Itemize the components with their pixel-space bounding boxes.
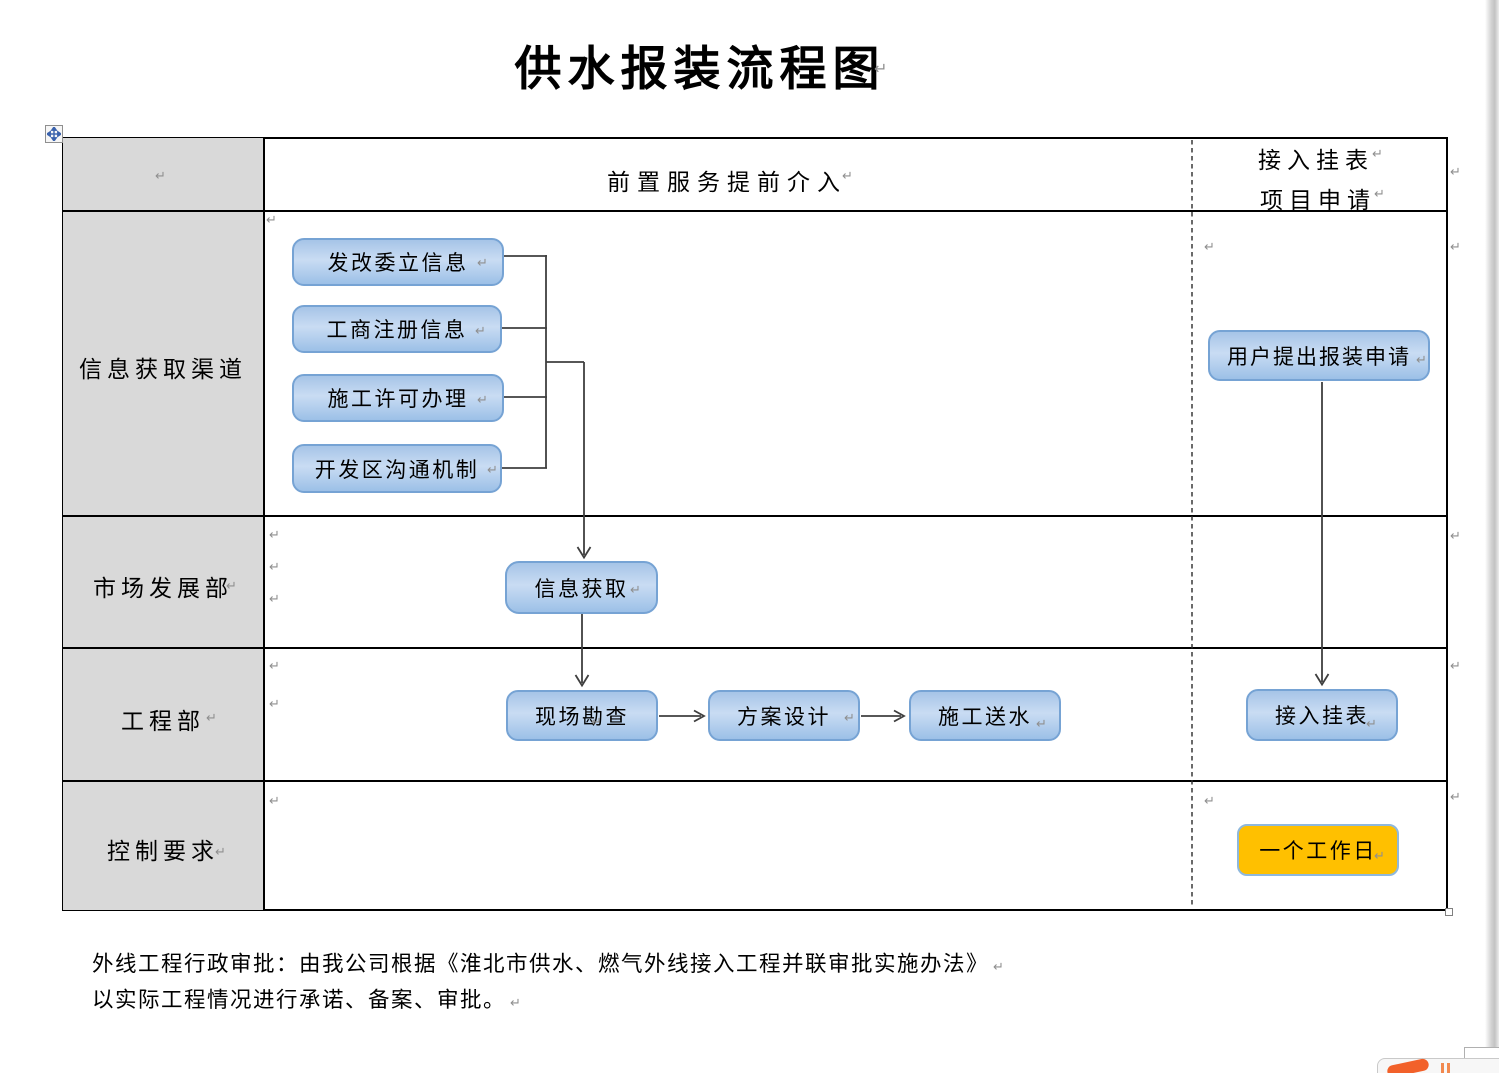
row-divider (63, 647, 1447, 649)
node-site-survey: 现场勘查 (506, 690, 658, 741)
paragraph-mark: ↵ (477, 256, 488, 271)
paragraph-mark: ↵ (269, 528, 280, 543)
row-label-market-dev: 市场发展部 (93, 576, 233, 601)
header-right-line1: 接入挂表 (1258, 148, 1374, 173)
paragraph-mark: ↵ (1366, 717, 1377, 732)
row-divider (63, 780, 1447, 782)
paragraph-mark: ↵ (266, 213, 277, 228)
paragraph-mark: ↵ (1450, 240, 1461, 255)
paragraph-mark: ↵ (842, 169, 853, 184)
paragraph-mark: ↵ (1450, 529, 1461, 544)
node-user-apply: 用户提出报装申请 (1208, 330, 1430, 381)
paragraph-mark: ↵ (993, 960, 1006, 975)
move-cross-icon (47, 127, 61, 141)
paragraph-mark: ↵ (1450, 659, 1461, 674)
paragraph-mark: ↵ (1450, 165, 1461, 180)
node-construction-permit: 施工许可办理 (292, 374, 504, 422)
paragraph-mark: ↵ (1374, 849, 1385, 864)
node-construction-water: 施工送水 (909, 690, 1061, 741)
node-info-collect: 信息获取 (505, 561, 658, 614)
node-ndrc-info: 发改委立信息 (292, 238, 504, 286)
paragraph-mark: ↵ (269, 697, 280, 712)
paragraph-mark: ↵ (630, 583, 641, 598)
node-business-registration: 工商注册信息 (292, 305, 502, 353)
approval-note-line1: 外线工程行政审批：由我公司根据《淮北市供水、燃气外线接入工程并联审批实施办法》 (92, 952, 990, 976)
header-right-line2: 项目申请 (1260, 188, 1376, 213)
row-label-control-req: 控制要求 (107, 839, 219, 864)
paragraph-mark: ↵ (269, 560, 280, 575)
paragraph-mark: ↵ (1416, 353, 1427, 368)
paragraph-mark: ↵ (844, 711, 855, 726)
paragraph-mark: ↵ (269, 794, 280, 809)
table-label-column (63, 138, 265, 910)
node-scheme-design: 方案设计 (708, 690, 860, 741)
node-one-workday: 一个工作日 (1237, 824, 1399, 876)
paragraph-mark: ↵ (1450, 790, 1461, 805)
page-edge-shadow (1485, 0, 1499, 1073)
paragraph-mark: ↵ (226, 579, 237, 594)
paragraph-mark: ↵ (1204, 240, 1215, 255)
paragraph-mark: ↵ (874, 59, 888, 78)
page-title: 供水报装流程图 (514, 44, 886, 96)
paragraph-mark: ↵ (477, 393, 488, 408)
paragraph-mark: ↵ (206, 711, 217, 726)
paragraph-mark: ↵ (215, 845, 226, 860)
row-divider (63, 210, 1447, 212)
app-logo-accent-icon (1441, 1063, 1444, 1073)
app-logo-accent-icon (1447, 1063, 1450, 1073)
paragraph-mark: ↵ (1036, 717, 1047, 732)
approval-note-line2: 以实际工程情况进行承诺、备案、审批。 (92, 988, 507, 1012)
node-devzone-communication: 开发区沟通机制 (292, 444, 502, 493)
row-label-engineering: 工程部 (121, 709, 205, 734)
paragraph-mark: ↵ (269, 659, 280, 674)
paragraph-mark: ↵ (155, 169, 166, 184)
paragraph-mark: ↵ (1204, 794, 1215, 809)
paragraph-mark: ↵ (1372, 147, 1383, 162)
node-meter-connect: 接入挂表 (1246, 689, 1398, 741)
paragraph-mark: ↵ (475, 324, 486, 339)
table-move-handle[interactable] (45, 125, 63, 143)
approval-note: 外线工程行政审批：由我公司根据《淮北市供水、燃气外线接入工程并联审批实施办法》↵… (92, 948, 1005, 1020)
header-front-service: 前置服务提前介入 (607, 170, 847, 195)
paragraph-mark: ↵ (1374, 187, 1385, 202)
table-resize-handle[interactable] (1445, 908, 1453, 916)
row-divider (63, 515, 1447, 517)
row-label-info-channel: 信息获取渠道 (79, 357, 247, 382)
paragraph-mark: ↵ (510, 996, 523, 1011)
paragraph-mark: ↵ (591, 715, 602, 730)
paragraph-mark: ↵ (487, 463, 498, 478)
paragraph-mark: ↵ (269, 592, 280, 607)
